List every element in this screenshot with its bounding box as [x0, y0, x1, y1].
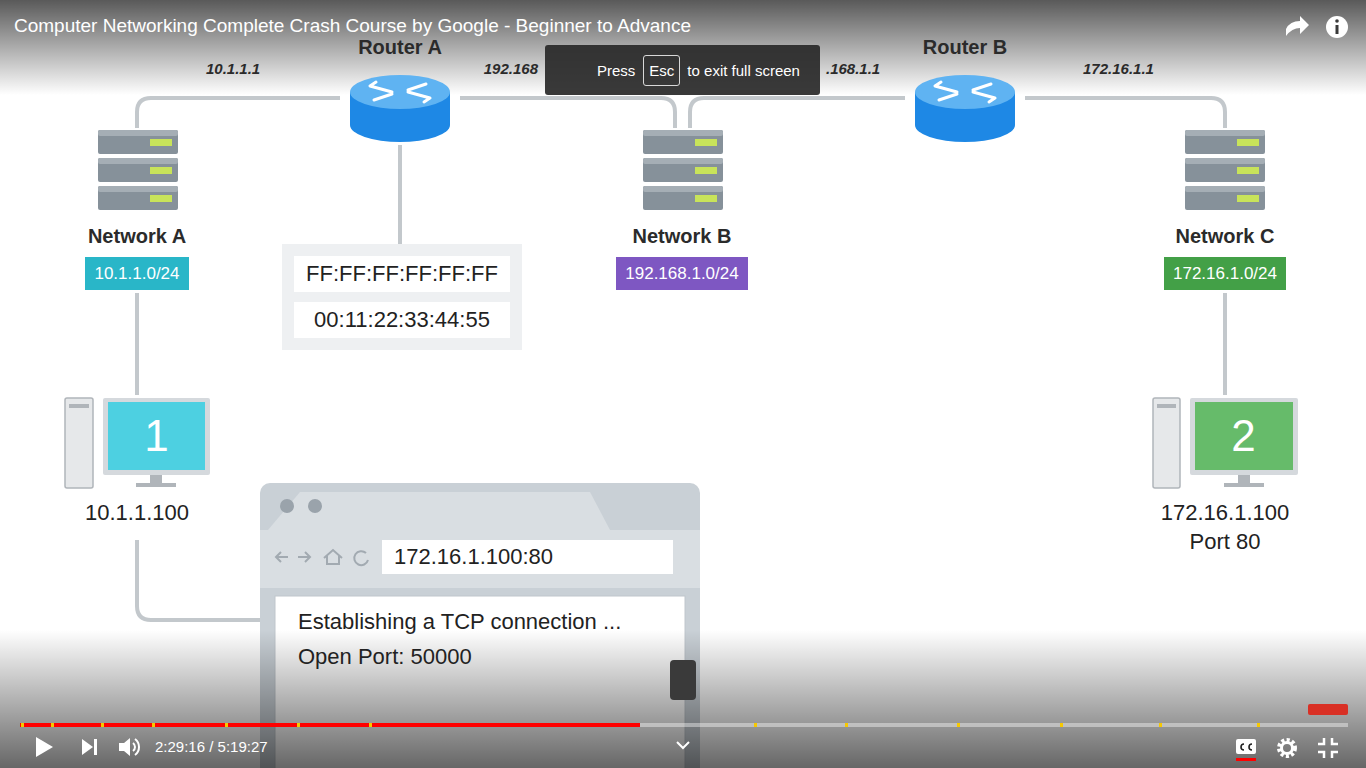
time-display: 2:29:16 / 5:19:27 — [155, 738, 268, 755]
server-icon — [1185, 130, 1265, 210]
network-node: Network A 10.1.1.0/24 — [52, 128, 222, 293]
network-link — [1025, 98, 1225, 128]
time-display-holder: 2:29:16 / 5:19:27 — [155, 738, 268, 756]
network-link — [137, 98, 340, 128]
bottom-shade — [0, 630, 1366, 768]
subscribe-badge — [1308, 704, 1348, 715]
notice-text: Press — [597, 62, 635, 79]
ip-label: 10.1.1.1 — [206, 60, 260, 77]
ip-label-holder: 172.16.1.1 — [1083, 60, 1154, 78]
network-link — [1223, 293, 1227, 395]
network-node: Network C 172.16.1.0/24 — [1140, 128, 1310, 293]
network-node: Network B 192.168.1.0/24 — [597, 128, 767, 293]
notice-text: to exit full screen — [687, 62, 800, 79]
computer-icon — [1153, 398, 1298, 488]
server-icon — [98, 130, 178, 210]
computer-node: 1 10.1.1.100 — [62, 395, 212, 540]
ip-label-holder: 192.168 — [484, 60, 538, 78]
computer-node: 2 172.16.1.100 Port 80 — [1150, 395, 1300, 570]
router-icon — [915, 75, 1015, 142]
network-label: Network C — [1176, 224, 1275, 248]
ip-label: 172.16.1.1 — [1083, 60, 1154, 77]
mac-address: 00:11:22:33:44:55 — [294, 302, 510, 338]
video-title: Computer Networking Complete Crash Cours… — [14, 15, 691, 36]
network-link — [690, 98, 905, 128]
mac-panel: FF:FF:FF:FF:FF:FF 00:11:22:33:44:55 — [282, 244, 522, 350]
status-text: Establishing a TCP connection ... — [298, 606, 700, 638]
key-label: Esc — [649, 62, 674, 79]
router-icon — [350, 75, 450, 142]
top-shade — [0, 0, 1366, 95]
chevron-icon — [677, 742, 689, 748]
settings-icon — [1279, 740, 1295, 756]
subnet-badge: 192.168.1.0/24 — [616, 257, 747, 290]
router-node: Router A — [340, 32, 460, 145]
router-label: Router B — [905, 35, 1025, 59]
ip-address: 10.1.1.100 — [62, 498, 212, 527]
fullscreen-exit-icon — [1318, 738, 1338, 758]
subnet-badge: 172.16.1.0/24 — [1164, 257, 1286, 290]
network-label: Network B — [633, 224, 732, 248]
network-link — [398, 145, 402, 244]
computer-icon — [65, 398, 210, 488]
next-icon — [82, 739, 97, 755]
mac-address: FF:FF:FF:FF:FF:FF — [294, 256, 510, 292]
host-number: 2 — [1195, 402, 1292, 470]
chapter-markers — [21, 723, 1260, 727]
browser-window: 172.16.1.100:80Establishing a TCP connec… — [260, 483, 700, 768]
router-label: Router A — [340, 35, 460, 59]
captions-icon — [1236, 739, 1256, 761]
key-box: Esc — [643, 55, 680, 86]
fullscreen-notice: Press to exit full screen Esc — [545, 45, 820, 95]
info-icon — [1326, 16, 1348, 38]
subnet-badge: 10.1.1.0/24 — [85, 257, 188, 290]
scroll-pill — [670, 660, 696, 700]
network-link — [135, 293, 139, 395]
ip-address: 172.16.1.100 Port 80 — [1150, 498, 1300, 556]
router-node: Router B — [905, 32, 1025, 145]
network-label: Network A — [88, 224, 186, 248]
progress-track — [20, 723, 1348, 727]
network-link — [460, 98, 675, 128]
volume-icon — [119, 738, 139, 756]
ip-label: 192.168 — [484, 60, 538, 77]
ip-label: .168.1.1 — [826, 60, 880, 77]
share-icon — [1286, 16, 1309, 36]
status-text: Open Port: 50000 — [298, 641, 700, 673]
address-bar: 172.16.1.100:80 — [382, 540, 673, 574]
play-icon — [36, 737, 53, 757]
ip-label-holder: .168.1.1 — [826, 60, 880, 78]
host-number: 1 — [108, 402, 205, 470]
ip-label-holder: 10.1.1.1 — [206, 60, 260, 78]
progress-played — [20, 723, 640, 727]
video-title-holder: Computer Networking Complete Crash Cours… — [14, 15, 691, 37]
server-icon — [643, 130, 723, 210]
network-link — [137, 540, 260, 620]
